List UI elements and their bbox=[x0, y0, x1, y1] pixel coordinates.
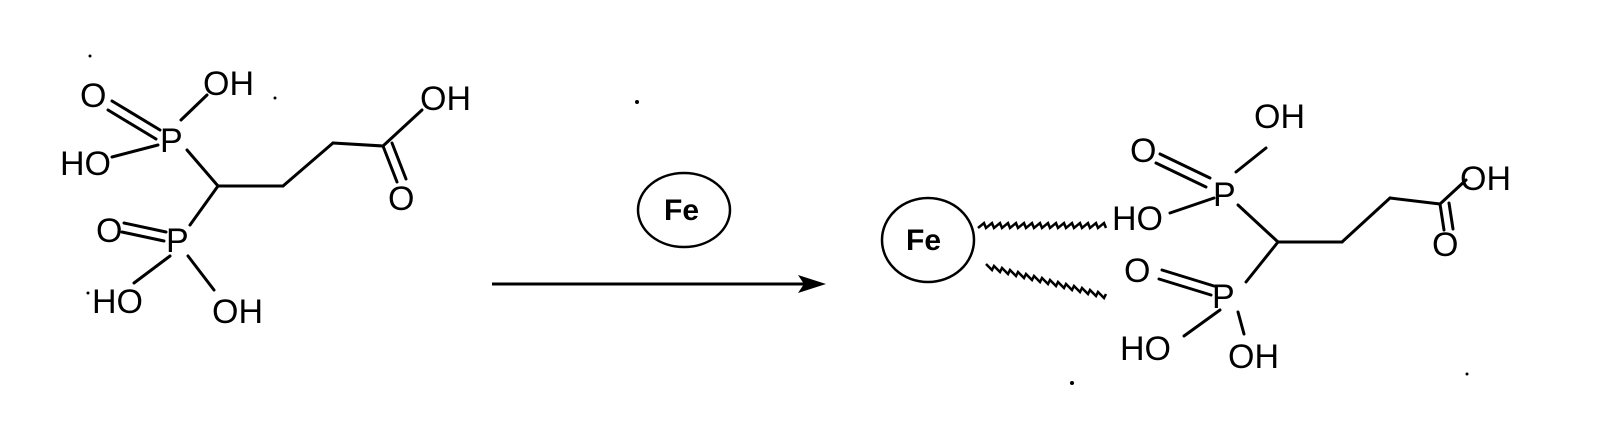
hydroxyl-group: HO bbox=[92, 283, 143, 321]
hydroxyl-group: OH bbox=[420, 80, 471, 118]
oxygen-atom: O bbox=[1124, 252, 1150, 290]
coordination-bond-lower bbox=[986, 264, 1106, 298]
oxygen-atom: O bbox=[388, 180, 414, 218]
reactant-bonds bbox=[108, 95, 422, 290]
hydroxyl-group: OH bbox=[212, 293, 263, 331]
double-bond-line bbox=[122, 232, 164, 241]
speck bbox=[274, 97, 277, 100]
hydroxyl-group: OH bbox=[1228, 338, 1279, 376]
single-bond bbox=[190, 186, 218, 225]
single-bond bbox=[1170, 198, 1214, 213]
product-bonds bbox=[1156, 148, 1466, 336]
hydroxyl-group: HO bbox=[60, 145, 111, 183]
speck bbox=[1466, 373, 1469, 376]
single-bond bbox=[1238, 312, 1244, 334]
coordination-bond-upper bbox=[978, 223, 1106, 228]
hydroxyl-group: HO bbox=[1112, 200, 1163, 238]
phosphorus-atom: P bbox=[1213, 176, 1236, 214]
phosphorus-atom: P bbox=[1212, 278, 1235, 316]
phosphorus-atom: P bbox=[166, 222, 189, 260]
double-bond-line bbox=[1156, 163, 1206, 187]
product-atoms: O OH P HO O P HO OH OH O bbox=[1112, 98, 1511, 376]
reactant-atoms: O OH P HO O P HO OH OH O bbox=[60, 65, 471, 331]
single-bond bbox=[1390, 198, 1440, 204]
hydroxyl-group: OH bbox=[203, 65, 254, 103]
hydroxyl-group: HO bbox=[1120, 330, 1171, 368]
oxygen-atom: O bbox=[96, 212, 122, 250]
single-bond bbox=[134, 256, 170, 283]
product-complex: Fe bbox=[882, 98, 1511, 376]
double-bond-line bbox=[124, 223, 166, 232]
hydroxyl-group: OH bbox=[1460, 160, 1511, 198]
single-bond bbox=[187, 150, 218, 186]
reaction-arrow-group: Fe bbox=[492, 173, 826, 293]
single-bond bbox=[1342, 198, 1390, 242]
oxygen-atom: O bbox=[1130, 132, 1156, 170]
hydroxyl-group: OH bbox=[1254, 98, 1305, 136]
single-bond bbox=[1236, 148, 1266, 172]
iron-center-label: Fe bbox=[906, 224, 941, 257]
single-bond bbox=[112, 145, 158, 157]
speck bbox=[87, 292, 90, 295]
phosphorus-atom: P bbox=[160, 122, 183, 160]
speck bbox=[635, 100, 639, 104]
single-bond bbox=[1238, 205, 1278, 242]
speck bbox=[89, 55, 92, 58]
iron-reagent-label: Fe bbox=[664, 194, 699, 227]
reactant-molecule: O OH P HO O P HO OH OH O bbox=[60, 65, 471, 331]
single-bond bbox=[188, 256, 214, 290]
double-bond-line bbox=[1160, 154, 1210, 178]
oxygen-atom: O bbox=[1432, 226, 1458, 264]
single-bond bbox=[1246, 242, 1278, 282]
oxygen-atom: O bbox=[80, 77, 106, 115]
single-bond bbox=[283, 143, 333, 186]
speck bbox=[1070, 381, 1074, 385]
single-bond bbox=[333, 143, 383, 146]
single-bond bbox=[383, 110, 422, 146]
